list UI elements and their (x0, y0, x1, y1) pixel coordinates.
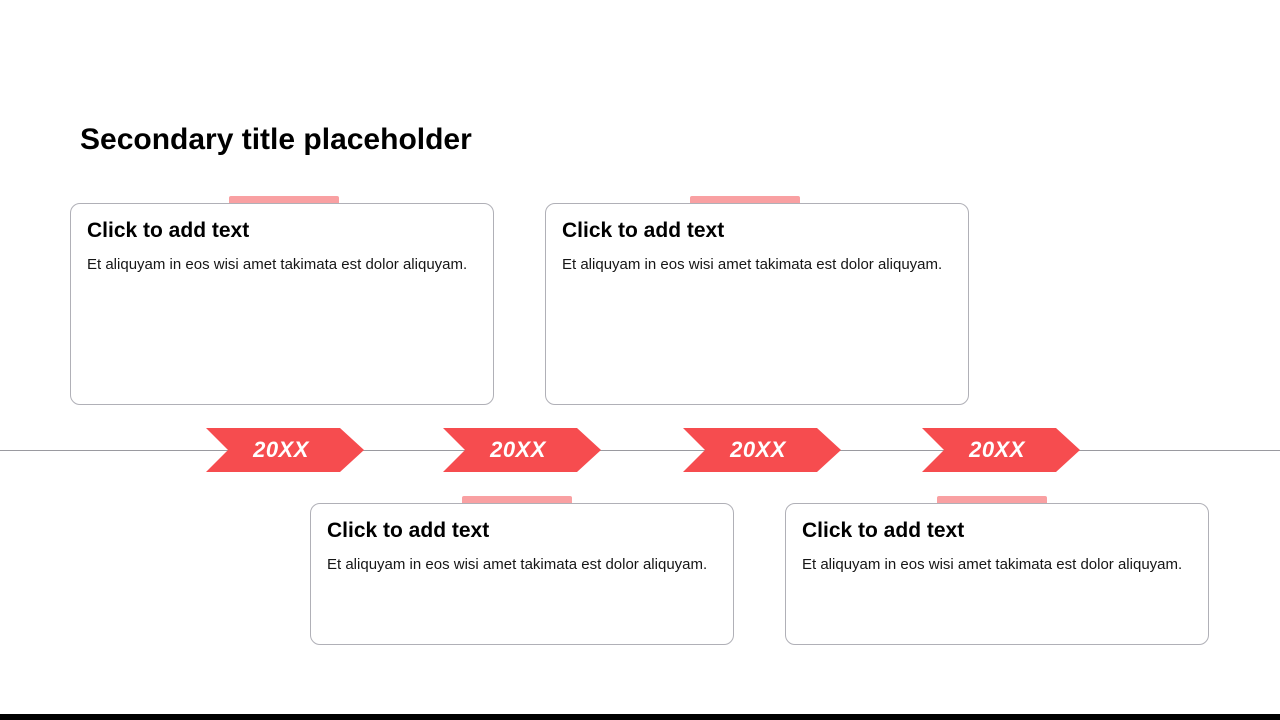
card-body[interactable]: Et aliquyam in eos wisi amet takimata es… (87, 256, 468, 274)
card-title[interactable]: Click to add text (802, 519, 965, 542)
year-label: 20XX (969, 437, 1025, 462)
timeline-year-arrow: 20XX (922, 428, 1080, 472)
timeline-year-arrow: 20XX (206, 428, 364, 472)
page-title[interactable]: Secondary title placeholder (80, 123, 472, 156)
timeline-year-arrow: 20XX (683, 428, 841, 472)
card-title[interactable]: Click to add text (327, 519, 490, 542)
text-placeholder-card[interactable]: Click to add text Et aliquyam in eos wis… (310, 503, 734, 645)
timeline-year-arrow: 20XX (443, 428, 601, 472)
year-label: 20XX (730, 437, 786, 462)
timeline-line (0, 450, 1280, 451)
footer-bar (0, 714, 1280, 720)
year-label: 20XX (253, 437, 309, 462)
text-placeholder-card[interactable]: Click to add text Et aliquyam in eos wis… (785, 503, 1209, 645)
card-body[interactable]: Et aliquyam in eos wisi amet takimata es… (327, 556, 708, 574)
card-body[interactable]: Et aliquyam in eos wisi amet takimata es… (562, 256, 943, 274)
card-title[interactable]: Click to add text (87, 219, 250, 242)
card-body[interactable]: Et aliquyam in eos wisi amet takimata es… (802, 556, 1183, 574)
card-title[interactable]: Click to add text (562, 219, 725, 242)
text-placeholder-card[interactable]: Click to add text Et aliquyam in eos wis… (70, 203, 494, 405)
year-label: 20XX (490, 437, 546, 462)
text-placeholder-card[interactable]: Click to add text Et aliquyam in eos wis… (545, 203, 969, 405)
